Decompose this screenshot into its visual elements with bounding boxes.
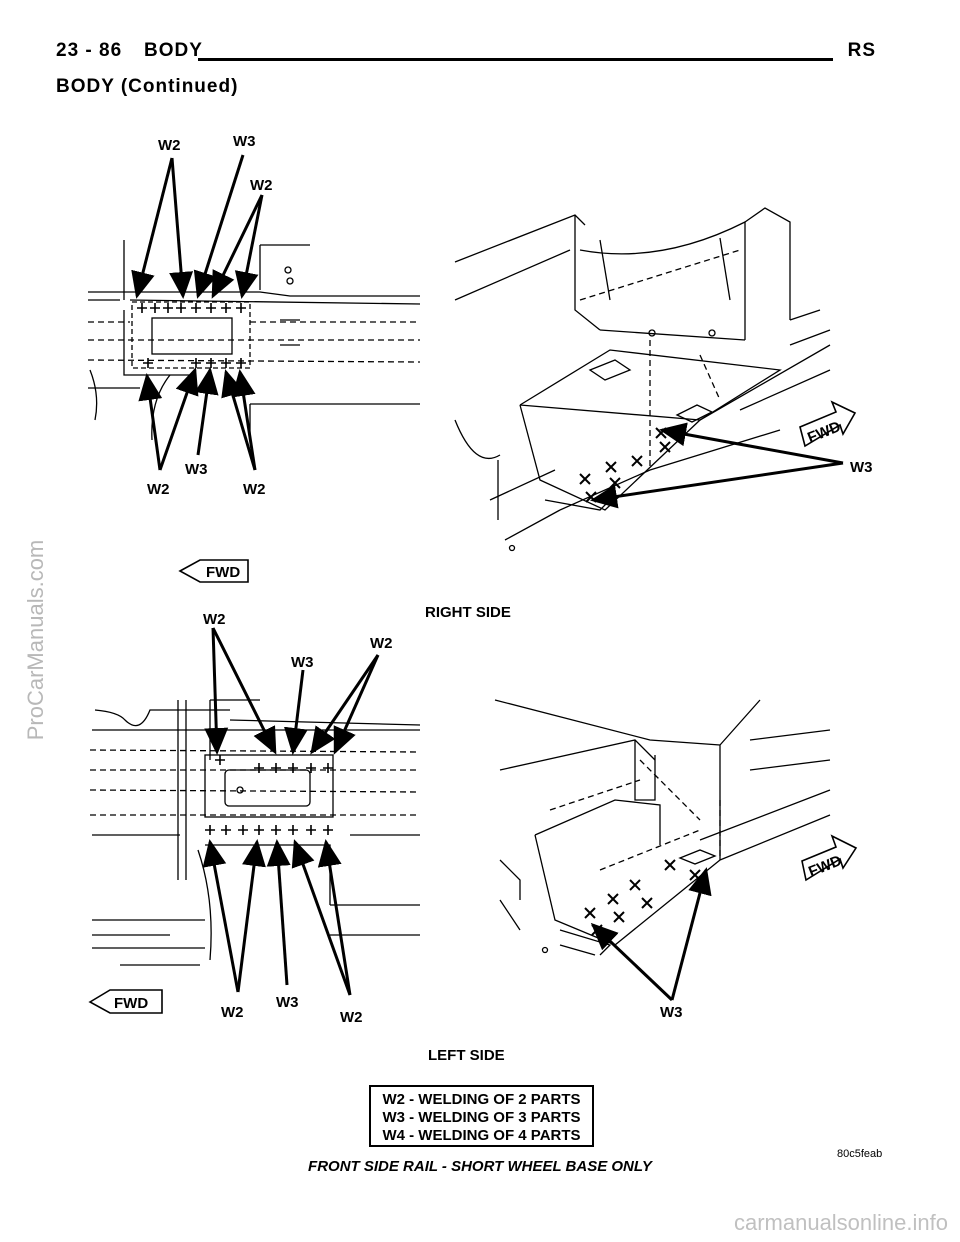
left-side-label: LEFT SIDE [428, 1047, 505, 1064]
callout-w3-lower-bottom: W3 [276, 994, 299, 1011]
bottom-left-weld-points [205, 755, 333, 835]
fwd-arrow-lower-right [801, 834, 858, 882]
top-left-weld-points [137, 303, 246, 368]
top-right-callout-lines [590, 422, 844, 509]
callout-w2-top-right: W2 [250, 177, 273, 194]
bottom-left-rail-view [89, 699, 421, 966]
callout-w2-lower-bottom-left: W2 [221, 1004, 244, 1021]
callout-w3-lower-right: W3 [660, 1004, 683, 1021]
section-title: BODY [144, 40, 203, 61]
callout-w2-bottom-left: W2 [147, 481, 170, 498]
callout-w3-right-upper: W3 [850, 459, 873, 476]
header-rule [198, 58, 833, 61]
legend-item-w2: W2 - WELDING OF 2 PARTS [382, 1091, 581, 1108]
right-side-label: RIGHT SIDE [425, 604, 511, 621]
figure-code: 80c5feab [837, 1148, 883, 1160]
fwd-arrow-upper-left [178, 559, 249, 583]
page-number: 23 - 86 [56, 40, 123, 61]
bottom-left-callout-lines [202, 627, 380, 996]
bottom-right-rail-view [494, 699, 831, 956]
bottom-right-weld-points [584, 859, 701, 936]
fwd-arrow-lower-left [88, 989, 163, 1014]
fwd-arrow-upper-right [799, 400, 857, 448]
page-header: 23 - 86 BODY RS [56, 40, 876, 70]
footer-watermark: carmanualsonline.info [733, 1210, 948, 1235]
legend-item-w4: W4 - WELDING OF 4 PARTS [382, 1127, 581, 1144]
callout-w2-top: W2 [158, 137, 181, 154]
fwd-label-lower-left: FWD [114, 995, 148, 1012]
fwd-label-upper-left: FWD [206, 564, 240, 581]
figure-caption: FRONT SIDE RAIL - SHORT WHEEL BASE ONLY [308, 1158, 652, 1175]
top-left-rail-view [87, 240, 421, 441]
model-code: RS [847, 40, 876, 61]
legend-item-w3: W3 - WELDING OF 3 PARTS [382, 1109, 581, 1126]
callout-w3-bottom: W3 [185, 461, 208, 478]
bottom-right-callout-lines [590, 867, 712, 1002]
weld-legend: W2 - WELDING OF 2 PARTS W3 - WELDING OF … [369, 1085, 594, 1147]
callout-w2-lower-bottom-right: W2 [340, 1009, 363, 1026]
callout-w2-lower-top-right: W2 [370, 635, 393, 652]
top-right-rail-view [454, 207, 831, 552]
callout-w3-top: W3 [233, 133, 256, 150]
continued-heading: BODY (Continued) [56, 76, 239, 97]
callout-w3-lower-top: W3 [291, 654, 314, 671]
callout-w2-bottom-right: W2 [243, 481, 266, 498]
callout-w2-lower-top: W2 [203, 611, 226, 628]
top-left-callout-lines [131, 154, 264, 471]
